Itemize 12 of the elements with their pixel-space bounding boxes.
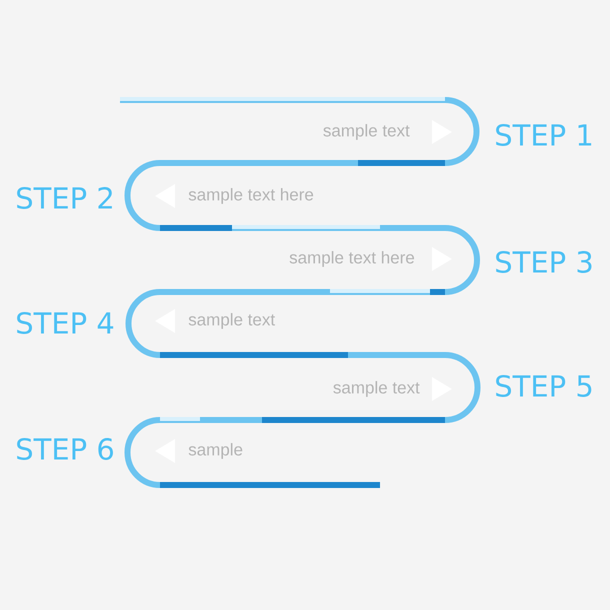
sample-text: sample text <box>188 313 275 329</box>
step-label: STEP 3 <box>496 251 592 273</box>
sample-text: sample text here <box>290 251 414 267</box>
step-label: STEP 5 <box>496 375 592 397</box>
step-label: STEP 4 <box>17 312 114 334</box>
sample-text: sample text <box>323 124 410 140</box>
sample-text: sample text <box>333 381 420 397</box>
step-label: STEP 2 <box>17 187 112 209</box>
step-label: STEP 6 <box>17 438 113 460</box>
step-label: STEP 1 <box>496 124 592 146</box>
sample-text: sample text here <box>188 188 314 204</box>
sample-text: sample <box>188 443 242 459</box>
